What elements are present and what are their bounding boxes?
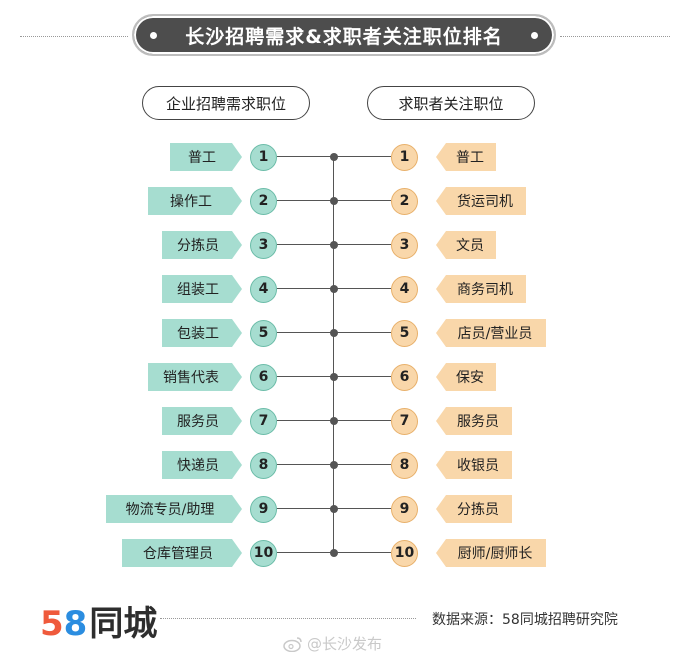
left-rank-badge: 9: [250, 495, 277, 523]
right-rank-badge: 3: [391, 231, 418, 259]
right-position-tag: 货运司机: [436, 187, 526, 215]
left-rank-badge: 8: [250, 451, 277, 479]
data-source: 数据来源：58同城招聘研究院: [432, 612, 618, 628]
left-connector: [277, 200, 333, 202]
right-position-tag: 普工: [436, 143, 496, 171]
right-rank-badge: 6: [391, 363, 418, 391]
right-rank-badge: 4: [391, 275, 418, 303]
left-rank-badge: 6: [250, 363, 277, 391]
left-rank-badge: 1: [250, 143, 277, 171]
bullet-dot-icon: [531, 32, 538, 39]
right-position-tag: 厨师/厨师长: [436, 539, 546, 567]
right-connector: [334, 244, 391, 246]
bullet-dot-icon: [150, 32, 157, 39]
left-connector: [277, 552, 333, 554]
right-column-header: 求职者关注职位: [367, 86, 535, 120]
right-connector: [334, 288, 391, 290]
right-rank-badge: 1: [391, 143, 418, 171]
left-position-tag: 销售代表: [148, 363, 242, 391]
right-connector: [334, 376, 391, 378]
right-connector: [334, 420, 391, 422]
right-connector: [334, 464, 391, 466]
left-position-tag: 组装工: [162, 275, 242, 303]
left-connector: [277, 332, 333, 334]
left-connector: [277, 376, 333, 378]
right-connector: [334, 508, 391, 510]
left-position-tag: 物流专员/助理: [106, 495, 242, 523]
left-position-tag: 包装工: [162, 319, 242, 347]
right-connector: [334, 552, 391, 554]
left-connector: [277, 508, 333, 510]
left-rank-badge: 2: [250, 187, 277, 215]
left-position-tag: 仓库管理员: [122, 539, 242, 567]
right-rank-badge: 2: [391, 187, 418, 215]
page-title: 长沙招聘需求&求职者关注职位排名: [185, 25, 503, 48]
left-connector: [277, 156, 333, 158]
footer-divider: [160, 618, 416, 619]
weibo-icon: [283, 636, 302, 652]
center-connector-line: [333, 157, 334, 551]
left-connector: [277, 464, 333, 466]
right-rank-badge: 5: [391, 319, 418, 347]
left-rank-badge: 5: [250, 319, 277, 347]
right-position-tag: 商务司机: [436, 275, 526, 303]
right-rank-badge: 10: [391, 539, 418, 567]
title-banner: 长沙招聘需求&求职者关注职位排名: [132, 14, 556, 56]
right-rank-badge: 7: [391, 407, 418, 435]
right-position-tag: 分拣员: [436, 495, 512, 523]
right-connector: [334, 332, 391, 334]
title-divider-right: [560, 36, 670, 37]
left-rank-badge: 10: [250, 539, 277, 567]
left-column-header: 企业招聘需求职位: [142, 86, 310, 120]
right-position-tag: 服务员: [436, 407, 512, 435]
left-connector: [277, 244, 333, 246]
left-connector: [277, 288, 333, 290]
right-rank-badge: 8: [391, 451, 418, 479]
right-connector: [334, 200, 391, 202]
right-position-tag: 收银员: [436, 451, 512, 479]
right-connector: [334, 156, 391, 158]
left-position-tag: 分拣员: [162, 231, 242, 259]
left-position-tag: 服务员: [162, 407, 242, 435]
left-position-tag: 快递员: [162, 451, 242, 479]
left-rank-badge: 3: [250, 231, 277, 259]
title-divider-left: [20, 36, 128, 37]
left-rank-badge: 4: [250, 275, 277, 303]
left-position-tag: 普工: [170, 143, 242, 171]
watermark: @长沙发布: [283, 633, 382, 654]
left-rank-badge: 7: [250, 407, 277, 435]
watermark-text: @长沙发布: [307, 635, 383, 653]
right-rank-badge: 9: [391, 495, 418, 523]
left-connector: [277, 420, 333, 422]
left-position-tag: 操作工: [148, 187, 242, 215]
right-position-tag: 店员/营业员: [436, 319, 546, 347]
right-position-tag: 保安: [436, 363, 496, 391]
right-position-tag: 文员: [436, 231, 496, 259]
